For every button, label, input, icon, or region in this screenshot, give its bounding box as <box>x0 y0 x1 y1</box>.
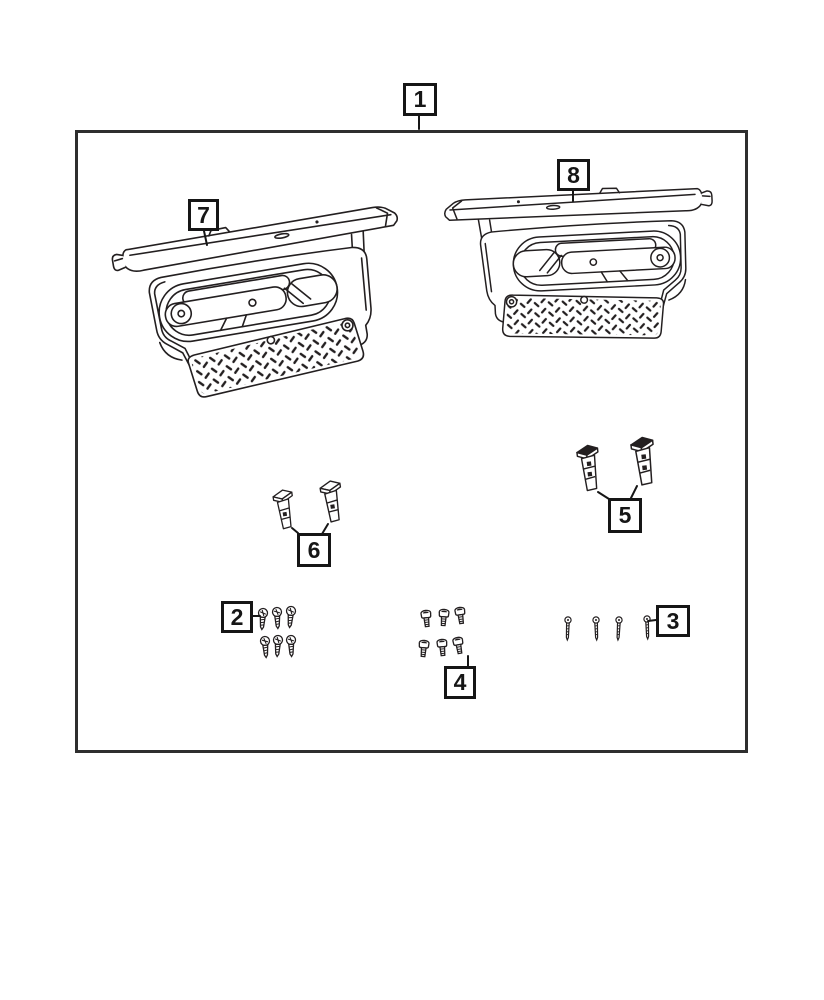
callout-8: 8 <box>557 159 590 191</box>
screw-set-3 <box>563 615 652 641</box>
callout-5: 5 <box>608 498 642 533</box>
callout-1: 1 <box>403 83 437 116</box>
callout-7-label: 7 <box>197 201 210 228</box>
callout-2-label: 2 <box>230 603 244 630</box>
callout-8-label: 8 <box>567 161 580 188</box>
callout-1-label: 1 <box>413 86 427 112</box>
door-panel-right <box>443 182 720 350</box>
diagram-frame <box>75 130 748 753</box>
retainer-clips-left <box>271 478 347 531</box>
retainer-clips-right <box>575 435 659 492</box>
callout-5-label: 5 <box>618 502 632 528</box>
callout-6: 6 <box>297 533 331 567</box>
screw-set-2 <box>256 605 297 659</box>
callout-3: 3 <box>656 605 690 637</box>
door-panel-left <box>109 198 422 410</box>
screw-set-4 <box>417 606 468 658</box>
callout-4-label: 4 <box>453 669 467 695</box>
callout-6-label: 6 <box>307 536 321 563</box>
callout-7: 7 <box>188 199 219 231</box>
callout-2: 2 <box>221 601 253 633</box>
callout-3-label: 3 <box>666 607 680 634</box>
callout-4: 4 <box>444 666 476 699</box>
leader-lines <box>203 114 657 667</box>
